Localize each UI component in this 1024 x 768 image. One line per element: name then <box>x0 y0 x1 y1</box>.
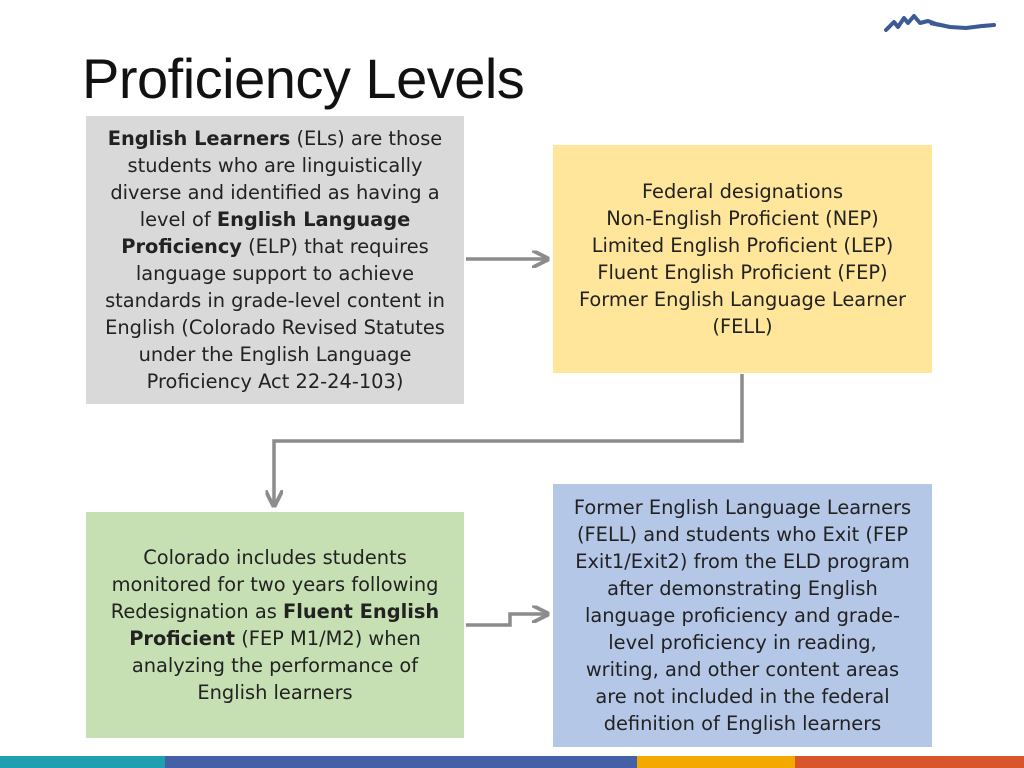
text-line: (FELL) <box>559 313 926 340</box>
footer-color-bar <box>0 756 1024 768</box>
text-line: Former English Language Learners <box>567 494 918 521</box>
text-segment: Limited English Proficient (LEP) <box>591 234 894 257</box>
text-line: diverse and identified as having a <box>96 179 454 206</box>
footer-segment-teal <box>0 756 165 768</box>
text-line: Fluent English Proficient (FEP) <box>559 259 926 286</box>
text-line: Exit1/Exit2) from the ELD program <box>567 548 918 575</box>
text-segment: are not included in the federal <box>595 685 890 708</box>
text-segment: English (Colorado Revised Statutes <box>105 316 445 339</box>
text-line: students who are linguistically <box>96 152 454 179</box>
arrow-green-to-blue <box>466 614 546 627</box>
text-line: analyzing the performance of <box>100 652 450 679</box>
text-segment: (ELs) are those <box>290 127 443 150</box>
text-line: definition of English learners <box>567 710 918 737</box>
text-line: monitored for two years following <box>100 571 450 598</box>
text-segment: language support to achieve <box>135 262 415 285</box>
text-segment: Redesignation as <box>110 600 283 623</box>
text-segment: Federal designations <box>641 180 844 203</box>
text-line: Limited English Proficient (LEP) <box>559 232 926 259</box>
text-segment: (ELP) that requires <box>241 235 429 258</box>
text-segment: Proficiency Act 22-24-103) <box>146 370 404 393</box>
text-line: Former English Language Learner <box>559 286 926 313</box>
text-segment: analyzing the performance of <box>131 654 419 677</box>
footer-segment-orange <box>795 756 1024 768</box>
text-segment: Former English Language Learners <box>573 496 912 519</box>
text-segment: definition of English learners <box>603 712 882 735</box>
text-line: language support to achieve <box>96 260 454 287</box>
bold-text-segment: English Language <box>216 208 411 231</box>
text-line: Proficiency Act 22-24-103) <box>96 368 454 395</box>
text-line: standards in grade-level content in <box>96 287 454 314</box>
text-segment: diverse and identified as having a <box>110 181 440 204</box>
bold-text-segment: Proficient <box>129 627 236 650</box>
text-segment: language proficiency and grade- <box>585 604 900 627</box>
text-line: under the English Language <box>96 341 454 368</box>
text-line: are not included in the federal <box>567 683 918 710</box>
text-line: Federal designations <box>559 178 926 205</box>
text-segment: (FEP M1/M2) when <box>235 627 421 650</box>
text-line: English (Colorado Revised Statutes <box>96 314 454 341</box>
bold-text-segment: English Learners <box>107 127 291 150</box>
mountain-logo-icon <box>884 14 996 32</box>
footer-segment-blue <box>165 756 637 768</box>
text-segment: Former English Language Learner <box>578 288 907 311</box>
colorado-includes-box: Colorado includes students monitored for … <box>86 512 464 738</box>
text-segment: Colorado includes students <box>143 546 407 569</box>
text-line: Redesignation as Fluent English <box>100 598 450 625</box>
text-segment: (FELL) and students who Exit (FEP <box>576 523 909 546</box>
text-line: Proficient (FEP M1/M2) when <box>100 625 450 652</box>
text-segment: under the English Language <box>138 343 412 366</box>
text-line: English learners <box>100 679 450 706</box>
text-segment: Non-English Proficient (NEP) <box>606 207 879 230</box>
text-segment: students who are linguistically <box>127 154 423 177</box>
text-segment: Exit1/Exit2) from the ELD program <box>575 550 910 573</box>
text-segment: (FELL) <box>712 315 773 338</box>
colorado-includes-text: Colorado includes students monitored for … <box>100 544 450 706</box>
text-line: after demonstrating English <box>567 575 918 602</box>
text-segment: monitored for two years following <box>111 573 439 596</box>
text-line: English Learners (ELs) are those <box>96 125 454 152</box>
text-line: language proficiency and grade- <box>567 602 918 629</box>
page-title: Proficiency Levels <box>82 47 525 110</box>
text-segment: Fluent English Proficient (FEP) <box>597 261 888 284</box>
text-segment: level proficiency in reading, <box>608 631 877 654</box>
footer-segment-gold <box>637 756 795 768</box>
text-line: Non-English Proficient (NEP) <box>559 205 926 232</box>
text-line: level proficiency in reading, <box>567 629 918 656</box>
text-line: writing, and other content areas <box>567 656 918 683</box>
text-segment: English learners <box>197 681 353 704</box>
text-segment: level of <box>139 208 217 231</box>
former-learners-box: Former English Language Learners (FELL) a… <box>553 484 932 747</box>
text-segment: standards in grade-level content in <box>105 289 445 312</box>
bold-text-segment: Fluent English <box>282 600 440 623</box>
text-segment: after demonstrating English <box>607 577 878 600</box>
text-segment: writing, and other content areas <box>585 658 900 681</box>
former-learners-text: Former English Language Learners (FELL) a… <box>567 494 918 737</box>
text-line: level of English Language <box>96 206 454 233</box>
text-line: Proficiency (ELP) that requires <box>96 233 454 260</box>
text-line: Colorado includes students <box>100 544 450 571</box>
bold-text-segment: Proficiency <box>121 235 242 258</box>
text-line: (FELL) and students who Exit (FEP <box>567 521 918 548</box>
